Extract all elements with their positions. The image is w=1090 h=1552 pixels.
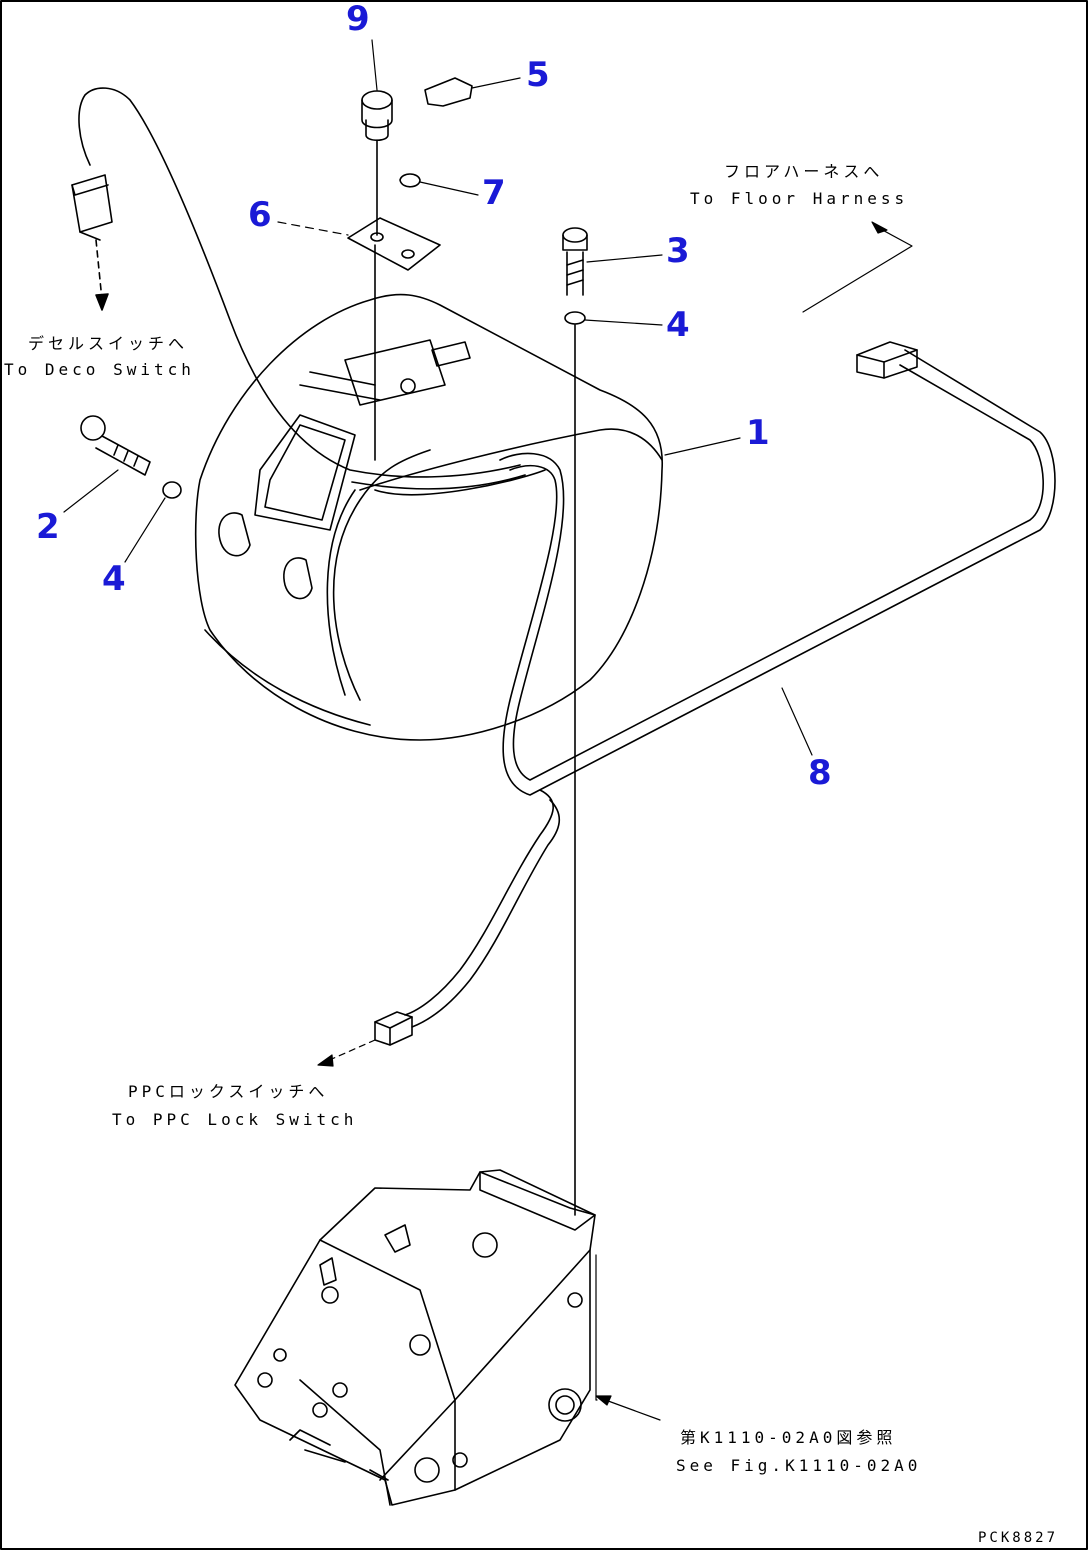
callout-9: 9 (346, 0, 370, 39)
washer-4-left (162, 481, 182, 499)
switch-assembly (347, 90, 441, 461)
note-see-en: See Fig.K1110-02A0 (676, 1456, 922, 1475)
callout-1: 1 (746, 413, 770, 453)
callout-6: 6 (248, 195, 272, 235)
callout-8: 8 (808, 753, 832, 793)
deco-wire (71, 87, 526, 490)
valve-bracket (234, 1169, 596, 1506)
note-ppc-en: To PPC Lock Switch (112, 1110, 358, 1129)
note-see-jp: 第K1110-02A0図参照 (680, 1428, 897, 1447)
callout-4-left: 4 (102, 559, 126, 599)
note-deco-en: To Deco Switch (4, 360, 195, 379)
callout-3: 3 (666, 231, 690, 271)
clip-7 (399, 173, 421, 188)
cap-5 (424, 77, 473, 107)
leader-lines (63, 39, 813, 1401)
drawing-code: PCK8827 (978, 1530, 1059, 1546)
callout-5: 5 (526, 55, 550, 95)
note-deco-jp: デセルスイッチへ (28, 334, 189, 353)
screw-2 (80, 415, 151, 476)
note-arrows (317, 221, 913, 1421)
harness-8 (374, 341, 1056, 1046)
washer-4 (564, 311, 586, 325)
note-ppc-jp: PPCロックスイッチへ (128, 1082, 329, 1101)
bolt-3 (562, 227, 588, 296)
console-box (194, 293, 663, 741)
note-floor-en: To Floor Harness (690, 189, 909, 208)
note-floor-jp: フロアハーネスへ (724, 162, 884, 181)
callout-2: 2 (36, 507, 60, 547)
callout-7: 7 (482, 173, 506, 213)
callout-4-right: 4 (666, 305, 690, 345)
